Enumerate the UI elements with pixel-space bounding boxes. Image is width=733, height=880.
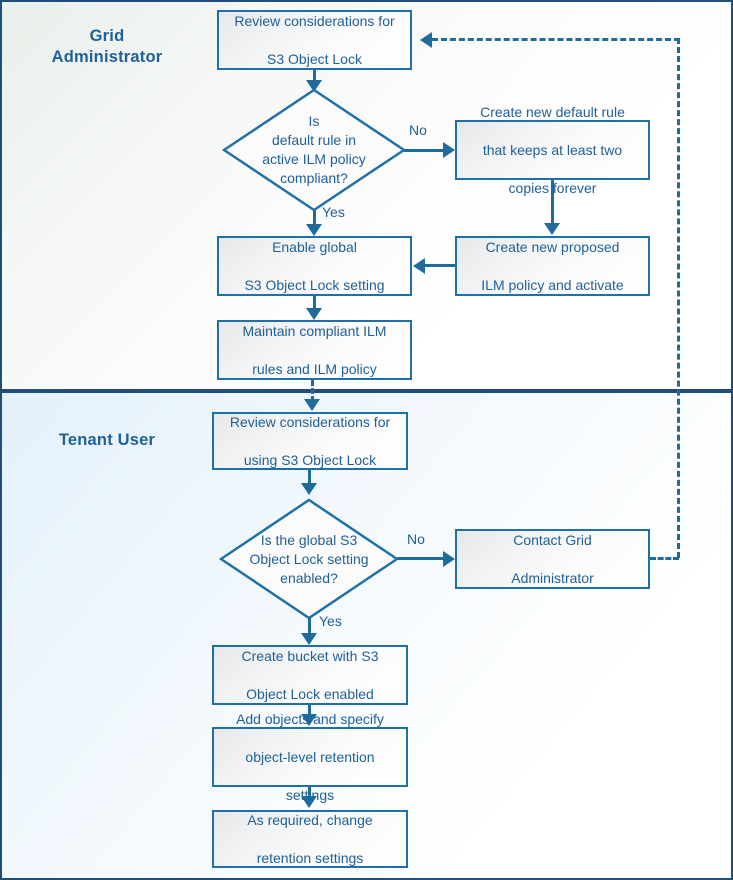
node-text-line2: Object Lock setting (249, 550, 369, 567)
node-review-considerations-admin[interactable]: Review considerations for S3 Object Lock (217, 10, 412, 70)
node-text-line4: compliant? (280, 170, 348, 186)
connector-maintain-to-tenant-review-dashed (311, 380, 314, 402)
arrowhead-tenant-yes (301, 633, 317, 645)
node-text-line2: ILM policy and activate (481, 276, 624, 293)
connector-tenant-yes (308, 618, 311, 635)
swimlane-label-line1: Grid (89, 27, 125, 45)
node-label: Is default rule in active ILM policy com… (244, 112, 384, 188)
arrowhead-default-rule-to-proposed-policy (544, 223, 560, 235)
node-text-line2: S3 Object Lock setting (244, 276, 385, 293)
node-text-line1: Create new default rule (480, 103, 625, 120)
node-text-line1: As required, change (247, 811, 373, 828)
arrowhead-admin-yes (306, 224, 322, 236)
node-text-line2: Administrator (511, 569, 594, 586)
node-text-line2: rules and ILM policy (252, 360, 377, 377)
arrowhead-proposed-policy-to-enable-global (413, 258, 425, 274)
node-text-line3: active ILM policy (262, 151, 366, 167)
node-text-line1: Is the global S3 (260, 531, 358, 548)
node-create-bucket[interactable]: Create bucket with S3 Object Lock enable… (212, 645, 408, 705)
node-create-new-proposed-ilm-policy[interactable]: Create new proposed ILM policy and activ… (455, 236, 650, 296)
connector-tenant-review-to-decision (308, 470, 311, 484)
node-add-objects[interactable]: Add objects and specify object-level ret… (212, 711, 408, 803)
node-maintain-compliant-ilm[interactable]: Maintain compliant ILM rules and ILM pol… (217, 320, 412, 380)
node-text-line1: Is (308, 113, 320, 129)
connector-create-bucket-to-add-objects (308, 705, 311, 717)
edge-label-tenant-no: No (407, 531, 425, 547)
node-text-line1: Maintain compliant ILM (242, 322, 387, 339)
arrowhead-tenant-review-to-decision (301, 483, 317, 495)
node-create-new-default-rule[interactable]: Create new default rule that keeps at le… (455, 104, 650, 196)
swimlane-tenant-user (0, 391, 733, 880)
arrowhead-maintain-to-tenant-review (304, 399, 320, 411)
connector-feedback-from-contact-admin-horizontal (650, 557, 679, 560)
edge-label-admin-yes: Yes (322, 204, 345, 220)
connector-enable-global-to-maintain (313, 296, 316, 310)
node-text-line1: Create bucket with S3 (241, 647, 379, 664)
connector-tenant-no (397, 557, 443, 560)
node-text-line3: enabled? (280, 569, 338, 586)
node-text-line2: default rule in (271, 132, 357, 148)
connector-feedback-to-review-horizontal (432, 38, 680, 41)
connector-proposed-policy-to-enable-global (425, 264, 455, 267)
swimlane-label-tenant-user: Tenant User (14, 430, 200, 451)
arrowhead-create-bucket-to-add-objects (301, 714, 317, 726)
node-text-line2: using S3 Object Lock (243, 451, 377, 468)
node-text-line1: Review considerations for (234, 12, 395, 29)
edge-label-admin-no: No (409, 122, 427, 138)
swimlane-label-line1: Tenant User (58, 431, 156, 449)
node-enable-global-s3-object-lock[interactable]: Enable global S3 Object Lock setting (217, 236, 412, 296)
node-text-line1: Enable global (272, 238, 357, 255)
node-default-rule-compliant[interactable]: Is default rule in active ILM policy com… (222, 88, 406, 212)
node-text-line1: Contact Grid (513, 531, 592, 548)
arrowhead-feedback-to-review (420, 32, 432, 48)
connector-review-to-decision (313, 70, 316, 82)
node-text-line2: retention settings (256, 849, 364, 866)
node-text-line1: Review considerations for (229, 413, 391, 430)
node-text-line1: Create new proposed (485, 238, 620, 255)
arrowhead-enable-global-to-maintain (306, 308, 322, 320)
edge-label-tenant-yes: Yes (319, 613, 342, 629)
swimlane-label-line2: Administrator (51, 48, 163, 66)
arrowhead-review-to-decision (306, 80, 322, 92)
node-global-setting-enabled[interactable]: Is the global S3 Object Lock setting ena… (219, 498, 399, 620)
arrowhead-admin-no (443, 142, 455, 158)
arrowhead-add-objects-to-change-retention (301, 796, 317, 808)
connector-admin-no (404, 149, 444, 152)
connector-admin-yes (313, 210, 316, 227)
node-text-line2: Object Lock enabled (246, 685, 374, 702)
swimlane-label-grid-administrator: Grid Administrator (14, 26, 200, 68)
connector-default-rule-to-proposed-policy (551, 180, 554, 224)
node-text-line2: that keeps at least two (482, 141, 623, 158)
arrowhead-tenant-no (443, 551, 455, 567)
connector-feedback-vertical (677, 38, 680, 558)
node-label: Is the global S3 Object Lock setting ena… (241, 531, 378, 588)
node-text-line2: object-level retention (245, 748, 375, 765)
node-contact-grid-administrator[interactable]: Contact Grid Administrator (455, 529, 650, 589)
node-text-line1: Add objects and specify (236, 710, 384, 727)
node-review-considerations-tenant[interactable]: Review considerations for using S3 Objec… (212, 412, 408, 470)
connector-add-objects-to-change-retention (308, 787, 311, 799)
node-change-retention-settings[interactable]: As required, change retention settings (212, 810, 408, 868)
node-text-line2: S3 Object Lock (267, 50, 362, 67)
